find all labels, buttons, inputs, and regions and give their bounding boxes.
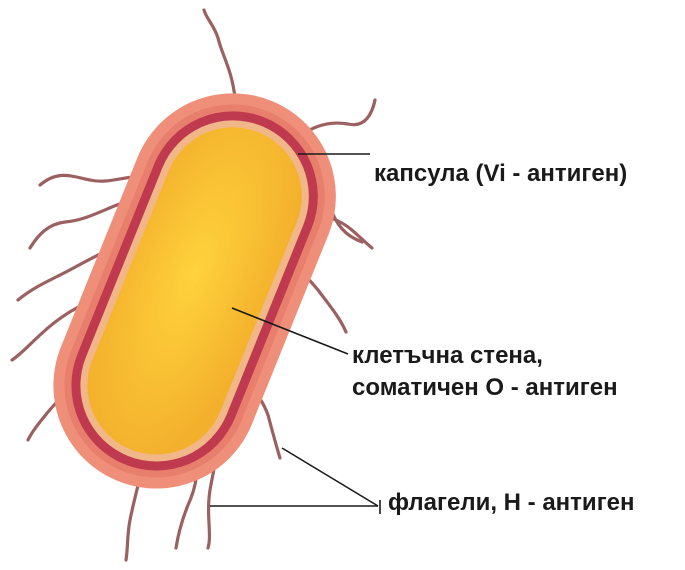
flagella-leader-line-upper xyxy=(282,448,378,506)
flagellum xyxy=(204,10,235,98)
capsule-label: капсула (Vi - антиген) xyxy=(374,158,627,189)
cell-wall-label-line1: клетъчна стена, xyxy=(352,340,543,371)
bacterium-body xyxy=(22,62,367,519)
flagella-label: флагели, Н - антиген xyxy=(388,487,635,518)
cell-wall-label-line2: соматичен О - антиген xyxy=(352,372,618,403)
